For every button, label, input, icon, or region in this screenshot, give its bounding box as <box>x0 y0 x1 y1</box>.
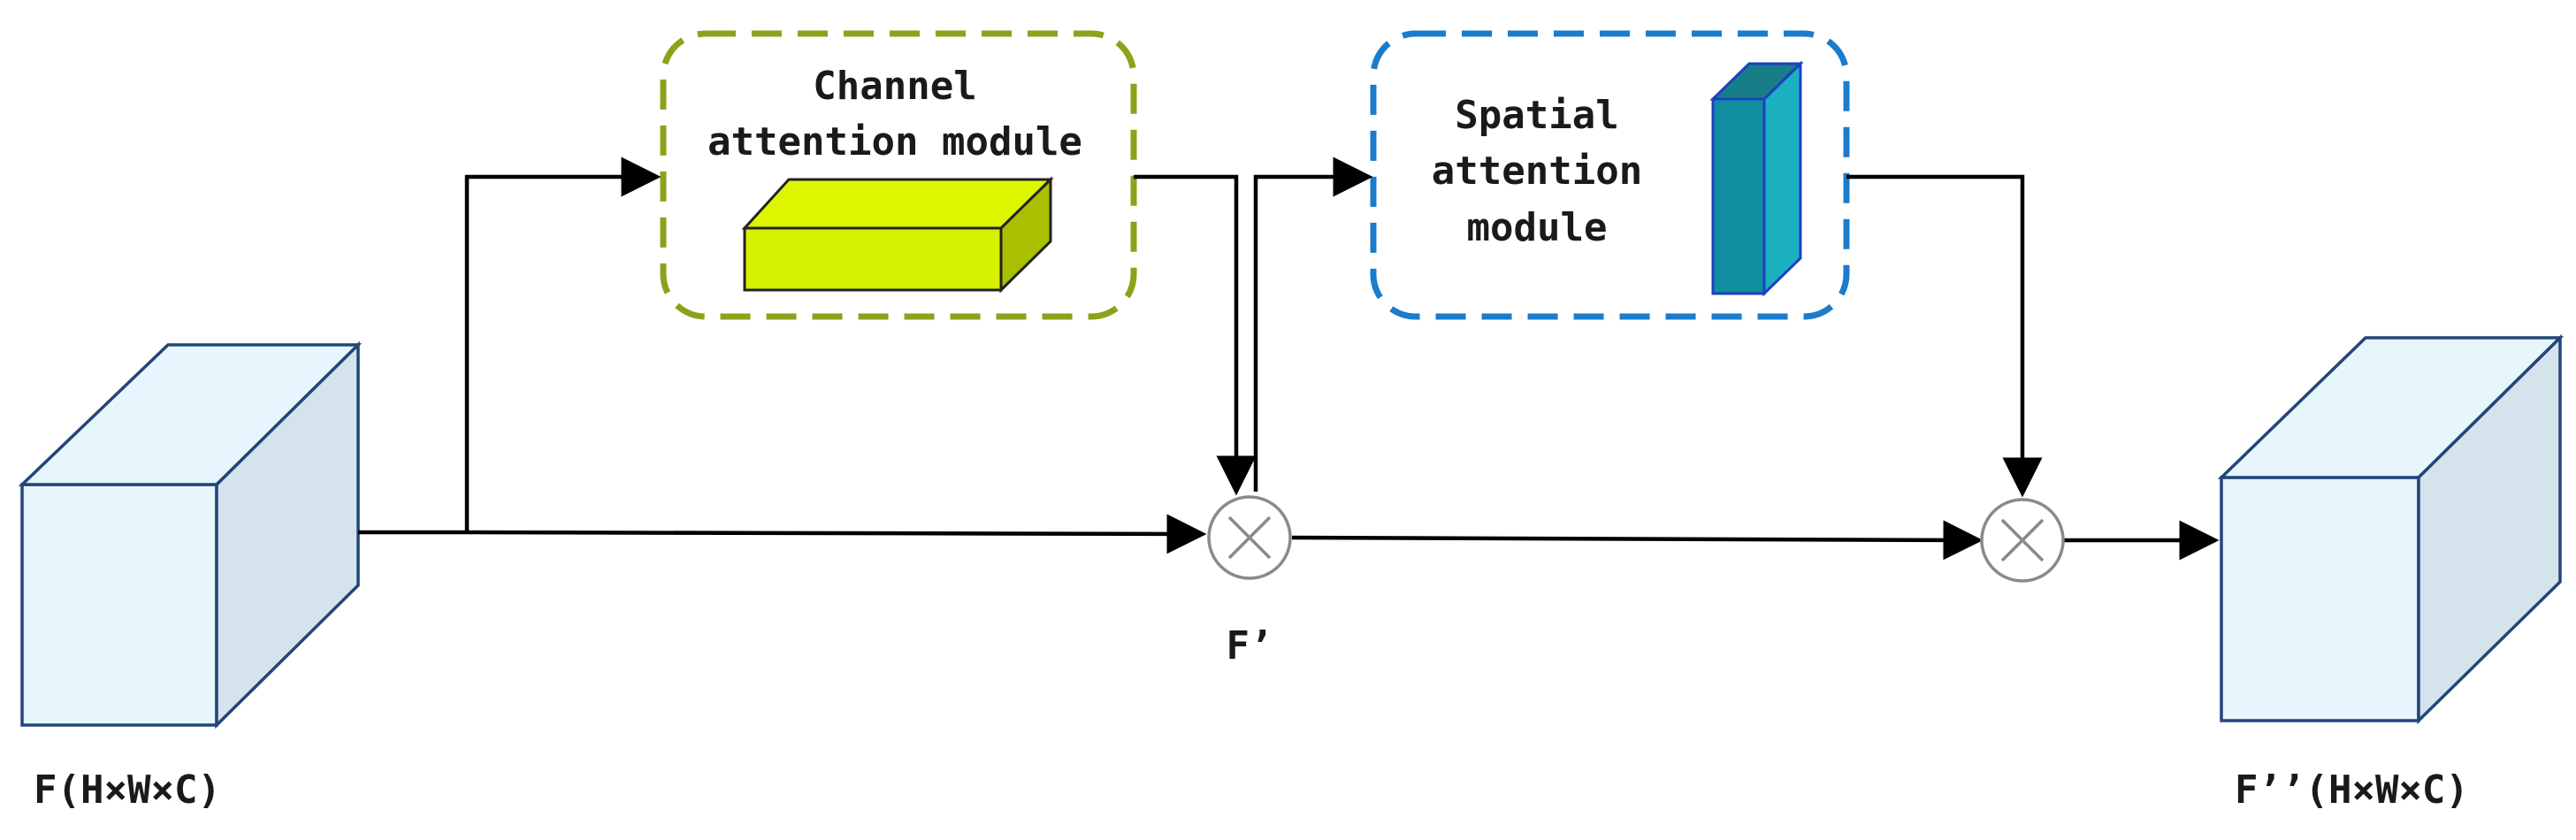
channel-attention-module: Channel attention module <box>660 30 1137 320</box>
output-cube-side <box>2417 333 2562 725</box>
output-cube-front <box>2220 476 2420 722</box>
spatial-attention-block <box>1709 60 1804 297</box>
input-feature-label: F(H×W×C) <box>34 767 221 813</box>
input-cube-front <box>20 483 218 727</box>
channel-to-multiplier1-arrow <box>1134 174 1257 496</box>
channel-module-border <box>660 30 1137 320</box>
intermediate-feature-label: F’ <box>1227 623 1273 668</box>
multiply-icon <box>1207 495 1292 580</box>
output-feature-cube <box>2217 333 2565 725</box>
spatial-module-label-line1: Spatial <box>1455 93 1618 138</box>
channel-module-label-line1: Channel <box>813 64 976 109</box>
input-to-channel-arrow <box>464 157 661 532</box>
spatial-module-label-line2: attention <box>1432 149 1642 194</box>
input-to-multiplier1-arrow <box>466 514 1207 554</box>
spatial-attention-module: Spatial attention module <box>1370 30 1850 320</box>
input-cube-side <box>215 340 360 729</box>
channel-attention-block <box>741 176 1054 294</box>
output-feature-label: F’’(H×W×C) <box>2235 767 2469 813</box>
multiply-icon <box>1980 498 2065 583</box>
input-feature-cube <box>18 340 363 729</box>
spatial-to-multiplier2-arrow <box>1846 174 2043 498</box>
multiplier1-to-spatial-arrow <box>1253 157 1373 492</box>
multiplier1-to-multiplier2-arrow <box>1291 520 1984 561</box>
channel-module-label-line2: attention module <box>707 119 1082 164</box>
connections <box>358 157 2220 561</box>
spatial-module-label-line3: module <box>1467 205 1608 250</box>
